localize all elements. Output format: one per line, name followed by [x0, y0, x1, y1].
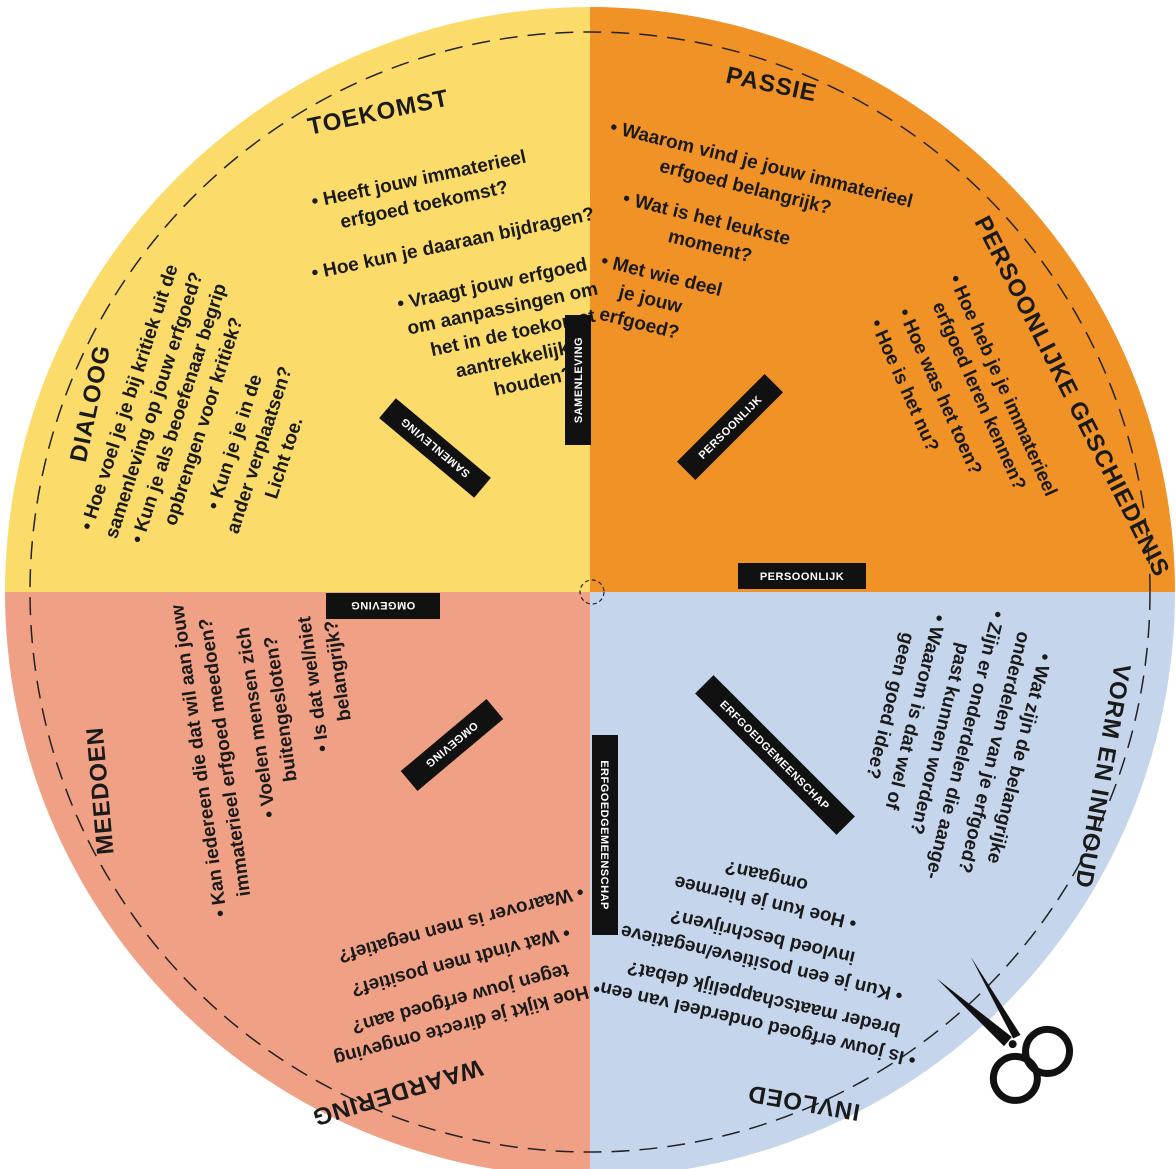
- tag-samenleving-vertical-label: SAMENLEVING: [573, 337, 585, 423]
- tag-samenleving-vertical: SAMENLEVING: [565, 315, 591, 445]
- tag-omgeving-horizontal-label: OMGEVING: [351, 599, 416, 611]
- tag-erfgoedgemeenschap-vertical: ERFGOEDGEMEENSCHAP: [592, 735, 618, 935]
- tag-omgeving-horizontal: OMGEVING: [326, 593, 440, 619]
- tag-erfgoedgemeenschap-vertical-label: ERFGOEDGEMEENSCHAP: [598, 760, 610, 910]
- tag-persoonlijk-horizontal: PERSOONLIJK: [738, 563, 866, 589]
- cut-line-circle: [29, 31, 1151, 1153]
- center-mark: [579, 579, 605, 605]
- scissors-icon: [936, 956, 1074, 1104]
- tag-persoonlijk-horizontal-label: PERSOONLIJK: [760, 571, 844, 583]
- quadrant-bottom-left: [5, 592, 590, 1169]
